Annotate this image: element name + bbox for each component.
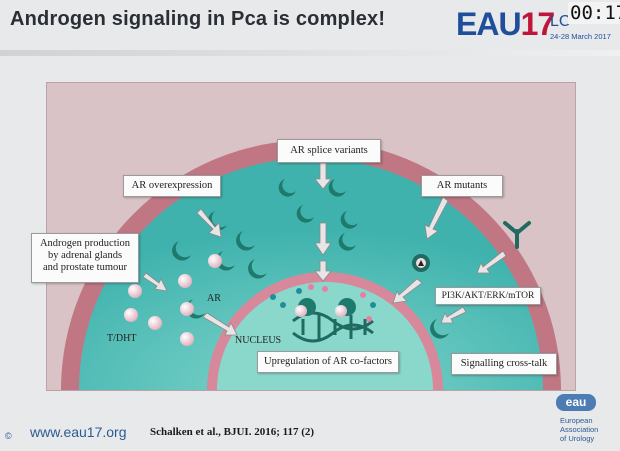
ar-receptor: [236, 231, 255, 251]
ar-receptor: [328, 179, 346, 197]
cofactor-dot: [270, 294, 276, 300]
congress-dates: 24-28 March 2017: [550, 32, 611, 41]
ar-receptor: [340, 211, 358, 229]
hormone-sphere: [208, 254, 222, 268]
cofactor-dot: [370, 302, 376, 308]
membrane-receptor: [503, 221, 531, 249]
hormone-group: [124, 254, 222, 346]
ar-receptor: [248, 259, 267, 279]
label-pathway: PI3K/AKT/ERK/mTOR: [435, 287, 541, 305]
org-line-3: of Urology: [560, 434, 595, 443]
eau-org-name: European Association of Urology: [560, 416, 598, 443]
cofactor-dot: [322, 286, 328, 292]
label-crosstalk: Signalling cross-talk: [451, 353, 557, 375]
arrow: [202, 312, 238, 336]
cofactor-dot: [360, 292, 366, 298]
logo-17-text: 17: [520, 6, 556, 42]
header-divider: [0, 50, 620, 56]
arrow: [314, 260, 332, 282]
nuclear-hormone: [335, 305, 347, 317]
citation: Schalken et al., BJUI. 2016; 117 (2): [150, 426, 315, 438]
arrow-group: [142, 162, 507, 336]
ar-mutant-triangle: [418, 260, 424, 266]
label-androgen-production: Androgen production by adrenal glands an…: [31, 233, 139, 283]
arrow: [440, 306, 467, 324]
slide-title: Androgen signaling in Pca is complex!: [10, 8, 386, 30]
androgen-line-2: by adrenal glands: [47, 250, 123, 261]
label-ar-mutants: AR mutants: [421, 175, 503, 197]
cofactor-dot: [296, 288, 302, 294]
androgen-line-3: and prostate tumour: [43, 262, 127, 273]
cofactor-dots: [270, 284, 376, 322]
arrow: [392, 278, 423, 304]
arrow: [314, 162, 332, 190]
label-ar-splice-variants: AR splice variants: [277, 139, 381, 163]
clock-overlay: 00:17: [568, 2, 620, 24]
ar-receptor: [296, 205, 314, 223]
cofactor-dot: [308, 284, 314, 290]
org-line-2: Association: [560, 425, 599, 434]
ar-receptor: [338, 233, 356, 251]
androgen-line-1: Androgen production: [39, 238, 131, 249]
label-ar-overexpression: AR overexpression: [123, 175, 221, 197]
ar-receptor: [430, 319, 449, 339]
hormone-sphere: [124, 308, 138, 322]
ar-receptor: [172, 241, 191, 261]
cofactor-dot: [366, 316, 372, 322]
ar-receptor: [216, 251, 235, 271]
nuclear-hormone: [295, 305, 307, 317]
label-ar: AR: [207, 293, 221, 304]
arrow: [196, 208, 222, 238]
arrow: [142, 272, 168, 292]
hormone-sphere: [148, 316, 162, 330]
ar-receptor: [278, 179, 296, 197]
hormone-sphere: [180, 302, 194, 316]
eau17-logo: EAU17: [456, 6, 556, 43]
label-tdht: T/DHT: [107, 333, 137, 344]
label-nucleus: NUCLEUS: [235, 335, 282, 346]
hormone-sphere: [128, 284, 142, 298]
hormone-sphere: [180, 332, 194, 346]
logo-lc-text: LC: [550, 13, 571, 30]
footer-url-link[interactable]: www.eau17.org: [30, 424, 127, 440]
diagram-frame: AR splice variants AR overexpression AR …: [31, 82, 576, 391]
label-upregulation: Upregulation of AR co-factors: [257, 351, 399, 373]
org-line-1: European: [560, 416, 593, 425]
eau-badge-logo: eau: [556, 394, 596, 411]
arrow: [476, 250, 507, 274]
logo-eau-text: EAU: [456, 6, 522, 42]
copyright-symbol: ©: [5, 431, 12, 441]
cofactor-dot: [280, 302, 286, 308]
arrow: [424, 196, 449, 240]
arrow: [314, 222, 332, 256]
hormone-sphere: [178, 274, 192, 288]
